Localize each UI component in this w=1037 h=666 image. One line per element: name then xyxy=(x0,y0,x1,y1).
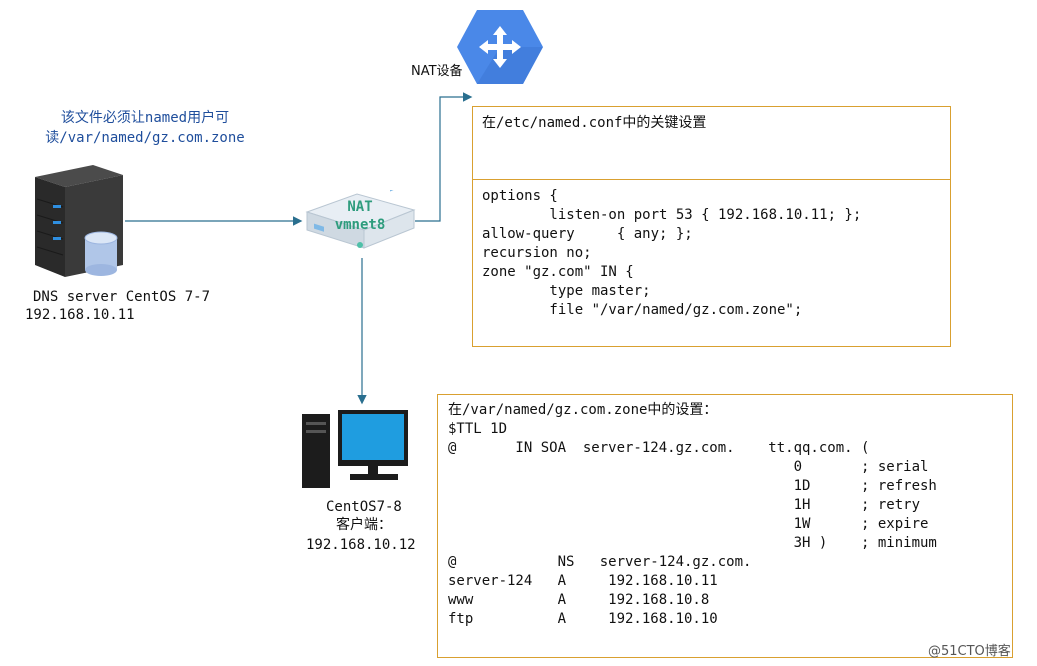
client-role: 客户端： xyxy=(336,517,392,533)
server-note: 该文件必须让named用户可 读/var/named/gz.com.zone xyxy=(20,108,270,148)
nat-device-label: NAT设备 xyxy=(411,64,463,79)
zone-file-line: 1H ; retry xyxy=(448,497,921,513)
named-conf-divider xyxy=(473,179,950,180)
zone-file-line: 1D ; refresh xyxy=(448,478,937,494)
client-ip: 192.168.10.12 xyxy=(306,537,416,553)
switch-to-nat-line xyxy=(415,92,473,222)
named-conf-line: allow-query { any; }; xyxy=(482,226,693,242)
switch-label-line-1: NAT xyxy=(347,199,373,215)
switch-icon xyxy=(305,190,416,249)
named-conf-title: 在/etc/named.conf中的关键设置 xyxy=(482,115,707,131)
server-label: DNS server CentOS 7-7 xyxy=(33,289,211,305)
server-note-line-2: 读/var/named/gz.com.zone xyxy=(45,130,245,146)
zone-file-line: 3H ) ; minimum xyxy=(448,535,937,551)
named-conf-line: listen-on port 53 { 192.168.10.11; }; xyxy=(482,207,862,223)
server-note-line-1: 该文件必须让named用户可 xyxy=(60,110,230,126)
zone-file-line: $TTL 1D xyxy=(448,421,508,437)
switch-label: NAT vmnet8 xyxy=(330,198,390,234)
zone-file-box: 在/var/named/gz.com.zone中的设置： $TTL 1D @ I… xyxy=(437,394,1013,658)
named-conf-box: 在/etc/named.conf中的关键设置 options { listen-… xyxy=(472,106,951,347)
zone-file-line: www A 192.168.10.8 xyxy=(448,592,710,608)
switch-label-line-2: vmnet8 xyxy=(334,217,386,233)
zone-file-line: 1W ; expire xyxy=(448,516,929,532)
router-icon xyxy=(457,10,543,84)
server-icon xyxy=(35,165,123,277)
zone-file-line: server-124 A 192.168.10.11 xyxy=(448,573,718,589)
named-conf-line: file "/var/named/gz.com.zone"; xyxy=(482,302,803,318)
server-ip: 192.168.10.11 xyxy=(25,307,135,323)
zone-file-title: 在/var/named/gz.com.zone中的设置： xyxy=(448,402,718,418)
zone-file-line: @ NS server-124.gz.com. xyxy=(448,554,752,570)
zone-file-line: @ IN SOA server-124.gz.com. tt.qq.com. ( xyxy=(448,440,870,456)
client-name: CentOS7-8 xyxy=(326,499,402,515)
zone-file-line: 0 ; serial xyxy=(448,459,929,475)
named-conf-body: options { listen-on port 53 { 192.168.10… xyxy=(482,187,861,320)
watermark: @51CTO博客 xyxy=(928,644,1011,659)
named-conf-line: recursion no; xyxy=(482,245,592,261)
named-conf-line: type master; xyxy=(482,283,651,299)
named-conf-line: options { xyxy=(482,188,558,204)
zone-file-line: ftp A 192.168.10.10 xyxy=(448,611,718,627)
client-pc-icon xyxy=(302,410,408,488)
zone-file-body: 在/var/named/gz.com.zone中的设置： $TTL 1D @ I… xyxy=(448,401,937,629)
named-conf-line: zone "gz.com" IN { xyxy=(482,264,634,280)
